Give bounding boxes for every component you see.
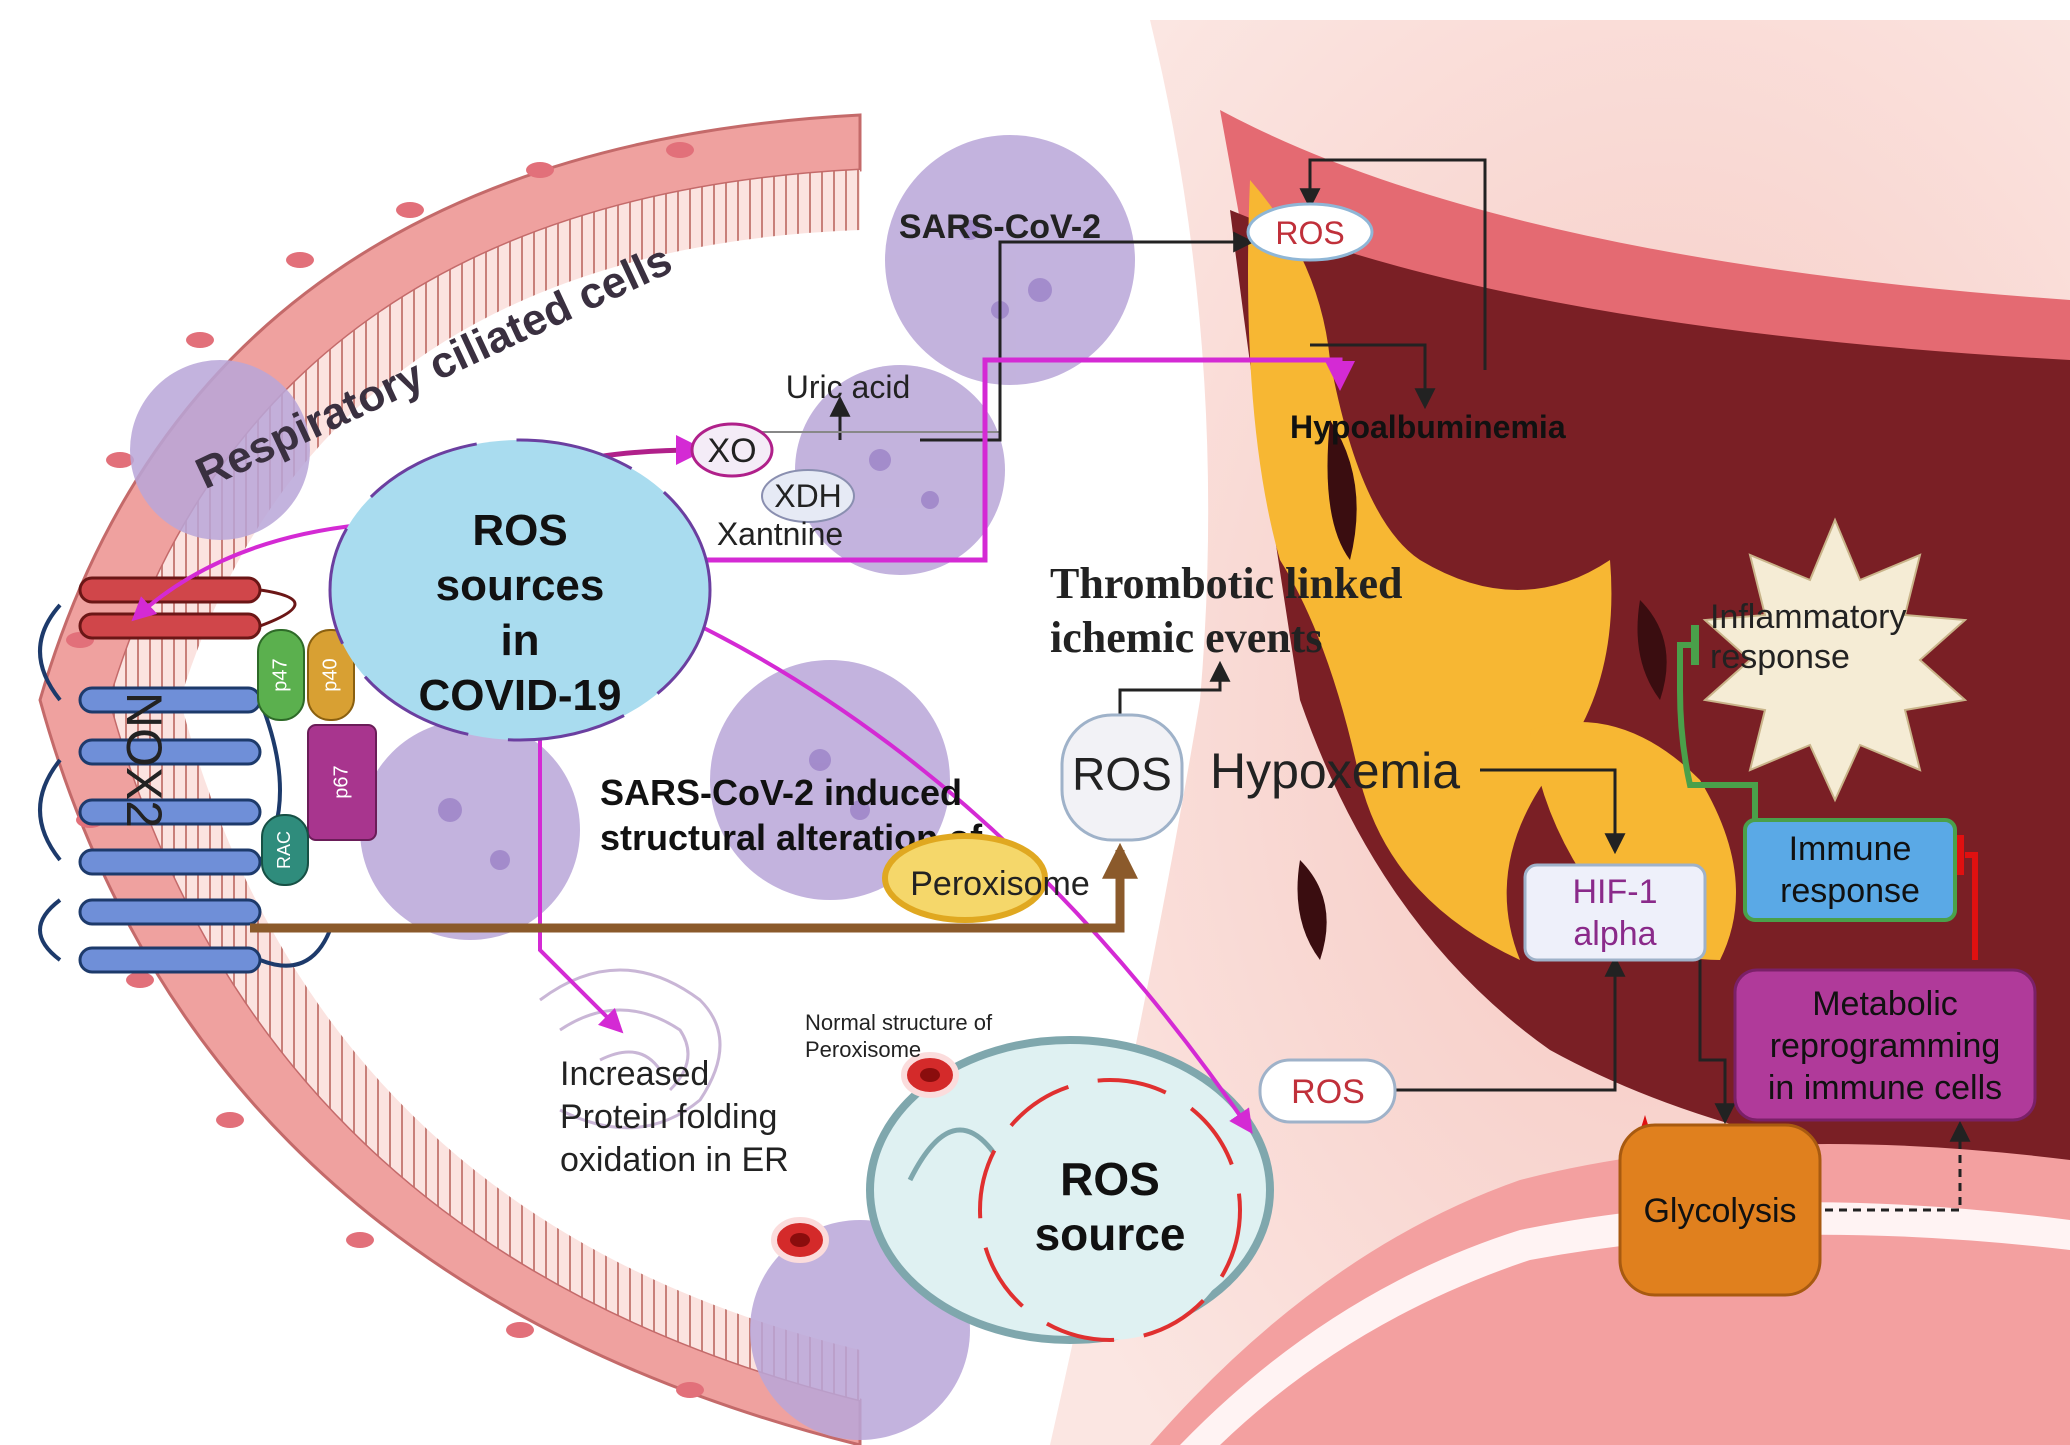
immune-line2: response <box>1780 872 1920 910</box>
ros-sources-line4: COVID-19 <box>419 671 622 720</box>
ros-right-label: ROS <box>1291 1073 1365 1111</box>
xdh-label: XDH <box>774 478 842 514</box>
glycolysis-label: Glycolysis <box>1643 1192 1796 1230</box>
nox2-label: NOX2 <box>116 692 172 828</box>
p67-label: p67 <box>330 765 352 798</box>
xo-label: XO <box>707 432 756 470</box>
thrombotic-line1: Thrombotic linked <box>1050 559 1402 608</box>
ros-mid-label: ROS <box>1072 748 1172 800</box>
ros-right-box <box>1258 1058 1397 1124</box>
er-line3: oxidation in ER <box>560 1141 789 1179</box>
rac-label: RAC <box>274 831 294 869</box>
hif-1-alpha-box <box>1523 863 1707 962</box>
immune-line1: Immune <box>1789 830 1912 868</box>
metabolic-reprogramming-box <box>1733 968 2037 1122</box>
p40-label: p40 <box>319 658 341 691</box>
ros-source-circle <box>978 1078 1242 1342</box>
glycolysis-box <box>1618 1123 1822 1297</box>
ros-source-line2: source <box>1035 1208 1186 1260</box>
p67-subunit <box>307 724 377 841</box>
hif-line2: alpha <box>1573 915 1656 953</box>
inflammatory-line1: Inflammatory <box>1710 598 1907 636</box>
thrombotic-line2: ichemic events <box>1050 613 1322 662</box>
inflammatory-line2: response <box>1710 638 1850 676</box>
hypoxemia-label: Hypoxemia <box>1210 743 1460 799</box>
ros-top-label: ROS <box>1275 215 1344 251</box>
peroxisome-ellipse <box>882 833 1048 923</box>
metabolic-line2: reprogramming <box>1770 1027 2001 1065</box>
sars-induced-line1: SARS-CoV-2 induced <box>600 772 962 813</box>
normal-structure-line1: Normal structure of <box>805 1010 993 1035</box>
ros-sources-bubble: ROS sources in COVID-19 <box>328 438 712 742</box>
ros-sources-line2: sources <box>436 561 605 610</box>
uric-acid-label: Uric acid <box>786 369 910 405</box>
er-line1: Increased <box>560 1055 709 1093</box>
hypoalbuminemia-label: Hypoalbuminemia <box>1290 409 1566 445</box>
ros-source-line1: ROS <box>1060 1153 1160 1205</box>
immune-response-box <box>1743 818 1957 922</box>
p47-subunit <box>257 629 305 721</box>
xo-ellipse <box>690 422 774 478</box>
metabolic-line3: in immune cells <box>1768 1069 2002 1107</box>
xdh-ellipse <box>761 469 855 523</box>
normal-structure-line2: Peroxisome <box>805 1037 921 1062</box>
p40-subunit <box>307 629 355 721</box>
rac-subunit <box>261 814 309 886</box>
hif-line1: HIF-1 <box>1573 873 1658 911</box>
peroxisome-label: Peroxisome <box>910 865 1090 903</box>
ros-mid-box <box>1060 713 1184 842</box>
xanthine-label: Xantnine <box>717 516 843 552</box>
p47-label: p47 <box>269 658 291 691</box>
ros-top-ellipse <box>1246 202 1374 262</box>
metabolic-line1: Metabolic <box>1812 985 1958 1023</box>
endoplasmic-reticulum <box>539 968 722 1130</box>
nox2-complex: NOX2 p47 p40 p67 RAC <box>38 576 377 974</box>
normal-peroxisome-icons <box>771 1052 959 1263</box>
er-line2: Protein folding <box>560 1098 777 1136</box>
inflammatory-response-starburst <box>1702 517 1968 803</box>
ros-sources-line1: ROS <box>472 506 567 555</box>
ros-sources-line3: in <box>500 616 539 665</box>
sars-cov-2-top-label: SARS-CoV-2 <box>899 208 1101 246</box>
sars-cov-2-virus-clusters <box>130 135 1135 1440</box>
